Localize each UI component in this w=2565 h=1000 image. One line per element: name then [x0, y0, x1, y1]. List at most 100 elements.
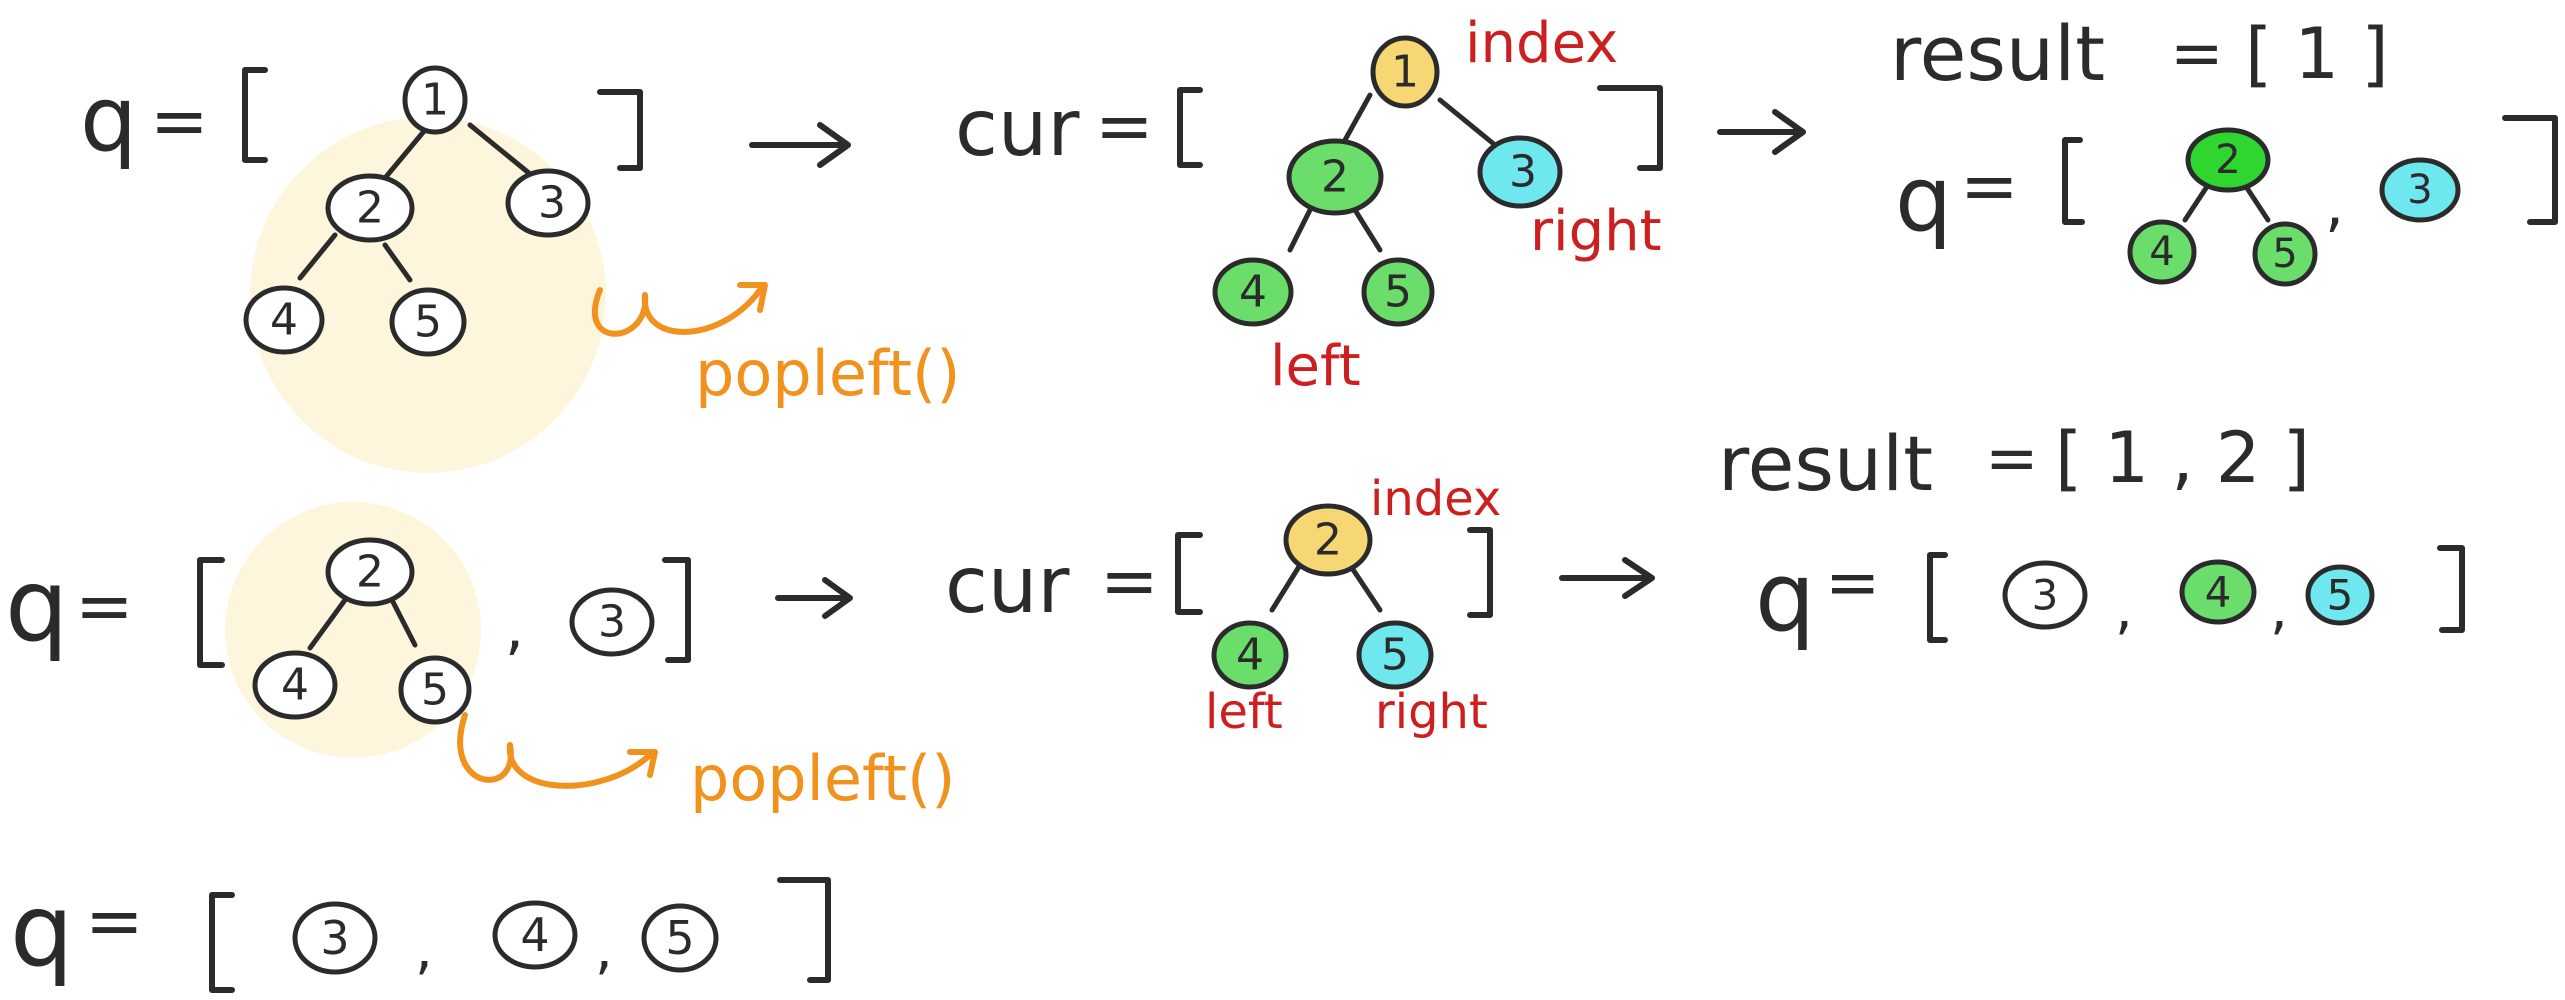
node-label: 5 [2272, 231, 2297, 277]
result-label: result [1890, 9, 2105, 98]
right-label: right [1375, 684, 1488, 740]
arrow [1559, 557, 1655, 599]
node-label: 5 [665, 911, 694, 965]
edge [297, 232, 338, 281]
index-label: index [1465, 11, 1618, 76]
q-symbol: q [1755, 543, 1815, 653]
node-label: 5 [1384, 267, 1412, 318]
node-label: 4 [1239, 267, 1267, 318]
edge [307, 597, 348, 651]
tree-node-5 [398, 655, 472, 725]
left-bracket [209, 892, 235, 993]
queue-node-3 [292, 901, 378, 975]
right-bracket [662, 557, 691, 663]
edge [1352, 207, 1383, 253]
right-node [1477, 135, 1563, 209]
node-label: 2 [356, 547, 384, 598]
queue-node-2 [2185, 127, 2271, 193]
node-label: 1 [421, 75, 449, 126]
right-bracket [2437, 545, 2465, 633]
equals-sign: = [1100, 540, 1159, 622]
queue-node-5 [641, 903, 719, 973]
popleft-arrow [591, 287, 763, 337]
node-label: 3 [1509, 147, 1537, 198]
queue-node-5 [2305, 564, 2375, 626]
node-label: 5 [2327, 571, 2354, 620]
equals-sign: = [1825, 544, 1880, 621]
cur-label: cur [945, 541, 1070, 631]
node-label: 4 [1236, 630, 1264, 681]
index-node [1370, 35, 1440, 109]
edge [389, 597, 418, 648]
popleft-arrowhead [627, 749, 658, 778]
tree-node-1 [402, 65, 468, 135]
queue-node-3 [2002, 560, 2088, 630]
edge [1349, 565, 1383, 613]
edge [1437, 97, 1498, 148]
tree-node-2 [325, 537, 415, 607]
edge [2242, 182, 2271, 223]
equals-sign: = [75, 565, 134, 647]
result-values: [ 1 ] [2245, 13, 2389, 95]
edge [1287, 207, 1313, 253]
node-label: 3 [2407, 167, 2432, 213]
left-node [1286, 138, 1384, 216]
comma: , [2325, 170, 2344, 240]
tree-node-5 [389, 287, 467, 357]
queue-node-3 [2379, 157, 2461, 223]
queue-node-5 [2252, 221, 2318, 287]
tree-node-4 [252, 650, 338, 720]
left-bracket [2062, 137, 2085, 225]
popleft-arrow [457, 712, 653, 789]
q-symbol: q [5, 547, 68, 664]
node-label: 4 [281, 660, 309, 711]
comma: , [595, 917, 613, 982]
arrow [775, 577, 853, 619]
right-bracket [1467, 527, 1493, 618]
queue-node-4 [492, 900, 578, 970]
equals-sign: = [1985, 422, 2039, 496]
node-label: 5 [414, 297, 442, 348]
node-label: 2 [356, 183, 384, 234]
queue-node-4 [2179, 559, 2257, 625]
index-label: index [1370, 471, 1501, 527]
right-node [1356, 620, 1434, 690]
node-label: 5 [1381, 630, 1409, 681]
q-symbol: q [1895, 147, 1952, 252]
equals-sign: = [85, 880, 144, 962]
edge [467, 122, 538, 181]
tree-node-4 [1212, 257, 1294, 327]
comma: , [505, 593, 524, 663]
popleft-arrowhead [737, 282, 768, 313]
node-label: 1 [1391, 47, 1419, 98]
right-bracket [597, 89, 643, 171]
node-label: 4 [2205, 568, 2232, 617]
comma: , [2270, 577, 2288, 642]
index-node [1283, 503, 1373, 577]
edge [382, 242, 413, 283]
edge [1269, 562, 1303, 613]
cur-label: cur [955, 84, 1080, 174]
node-label: 4 [2149, 229, 2174, 275]
node-label: 4 [270, 295, 298, 346]
equals-sign: = [1960, 145, 2019, 227]
tree-node-5 [1361, 257, 1435, 327]
left-bracket [1175, 532, 1203, 615]
right-bracket [2502, 115, 2558, 225]
right-bracket [777, 877, 831, 983]
result-values: [ 1 , 2 ] [2055, 417, 2310, 499]
node-label: 2 [2215, 137, 2240, 183]
edge [2182, 179, 2213, 223]
tree-node-2 [325, 173, 415, 243]
node-label: 3 [2032, 571, 2059, 620]
left-label: left [1205, 684, 1283, 740]
tree-node-3 [569, 587, 655, 657]
node-label: 3 [538, 178, 566, 229]
node-label: 3 [598, 597, 626, 648]
node-label: 5 [421, 665, 449, 716]
q-symbol: q [10, 872, 73, 989]
node-label: 4 [520, 908, 549, 962]
left-node [1211, 620, 1289, 690]
queue-node-4 [2127, 219, 2197, 285]
